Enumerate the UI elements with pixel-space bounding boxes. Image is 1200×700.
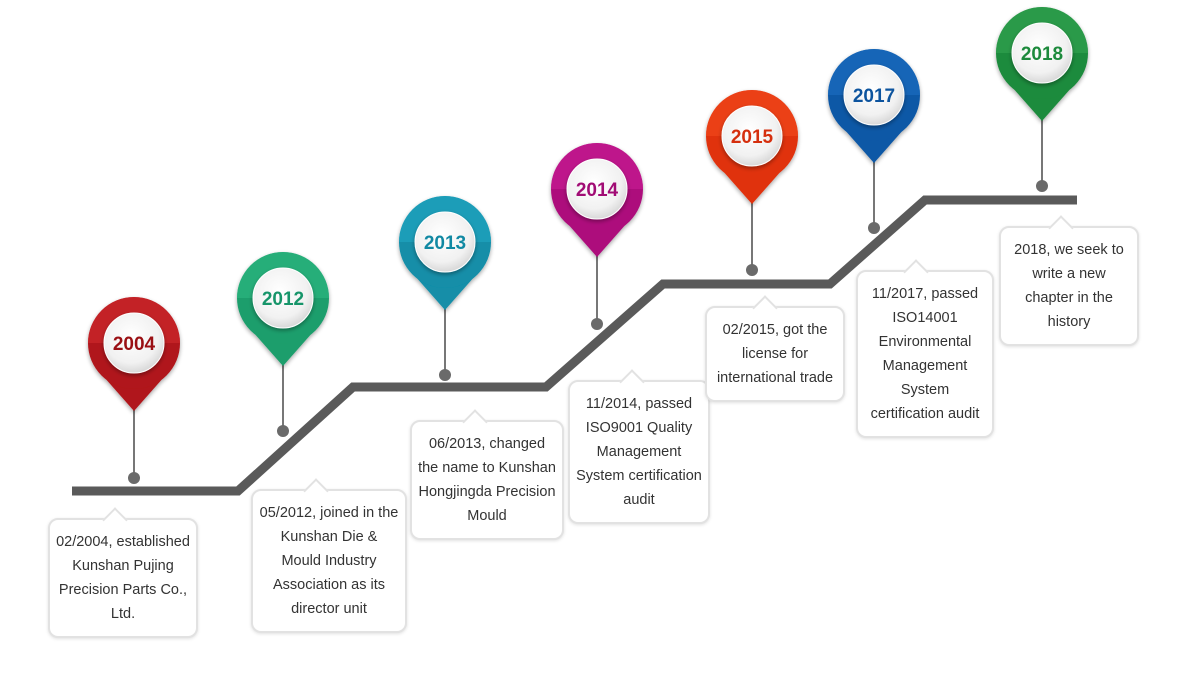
milestone-year: 2018	[1021, 44, 1063, 65]
pin-anchor-dot	[868, 222, 880, 234]
milestone-callout-2015: 02/2015, got the license for internation…	[705, 295, 845, 402]
milestone-year: 2015	[731, 127, 774, 148]
milestone-year: 2012	[262, 289, 304, 310]
pin-inner-disc	[566, 158, 628, 220]
milestone-pin-2012: 2012	[237, 252, 329, 437]
pin-inner-disc	[252, 267, 314, 329]
milestone-callout-2004: 02/2004, established Kunshan Pujing Prec…	[48, 507, 198, 638]
milestone-description: 11/2014, passed ISO9001 Quality Manageme…	[576, 396, 702, 508]
milestone-description: 05/2012, joined in the Kunshan Die & Mou…	[259, 505, 399, 617]
milestone-callout-2014: 11/2014, passed ISO9001 Quality Manageme…	[568, 369, 710, 524]
milestone-callout-2017: 11/2017, passed ISO14001 Environmental M…	[856, 259, 994, 438]
milestone-year: 2004	[113, 334, 156, 355]
milestone-pin-2004: 2004	[88, 297, 180, 484]
milestone-description: 02/2004, established Kunshan Pujing Prec…	[56, 534, 190, 622]
milestone-callout-2013: 06/2013, changed the name to Kunshan Hon…	[410, 409, 564, 540]
pin-anchor-dot	[128, 472, 140, 484]
milestone-description: 06/2013, changed the name to Kunshan Hon…	[418, 436, 556, 524]
milestone-pin-2015: 2015	[706, 90, 798, 276]
pin-anchor-dot	[439, 369, 451, 381]
milestone-year: 2013	[424, 233, 466, 254]
milestone-callout-2018: 2018, we seek to write a new chapter in …	[999, 215, 1139, 346]
pin-inner-disc	[414, 211, 476, 273]
milestone-pin-2013: 2013	[399, 196, 491, 381]
milestone-year: 2017	[853, 86, 895, 107]
milestone-pin-2018: 2018	[996, 7, 1088, 192]
pin-anchor-dot	[746, 264, 758, 276]
milestone-description: 02/2015, got the license for internation…	[716, 322, 834, 386]
timeline-track	[72, 195, 1077, 496]
milestone-pin-2014: 2014	[551, 143, 643, 330]
pin-inner-disc	[721, 105, 783, 167]
pin-anchor-dot	[277, 425, 289, 437]
milestone-year: 2014	[576, 180, 619, 201]
milestone-pin-2017: 2017	[828, 49, 920, 234]
pin-inner-disc	[1011, 22, 1073, 84]
pin-anchor-dot	[591, 318, 603, 330]
pin-inner-disc	[103, 312, 165, 374]
pin-anchor-dot	[1036, 180, 1048, 192]
milestone-description: 11/2017, passed ISO14001 Environmental M…	[870, 286, 980, 422]
pin-inner-disc	[843, 64, 905, 126]
milestone-callout-2012: 05/2012, joined in the Kunshan Die & Mou…	[251, 478, 407, 633]
milestone-description: 2018, we seek to write a new chapter in …	[1014, 242, 1124, 330]
